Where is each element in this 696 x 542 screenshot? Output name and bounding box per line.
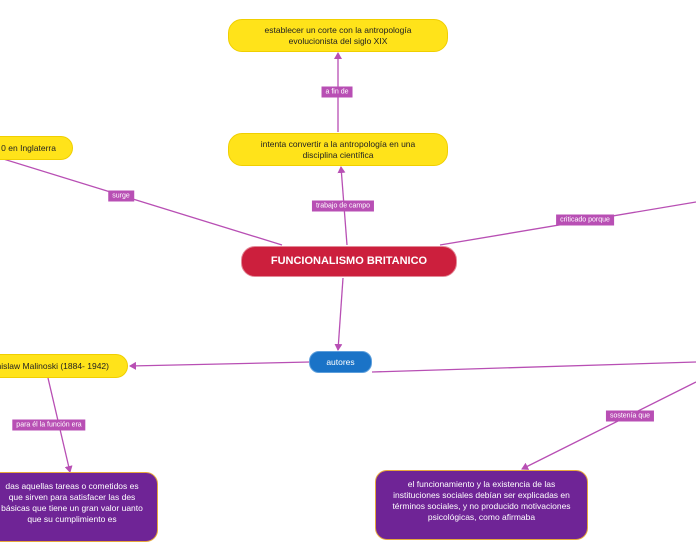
node-funcionamiento-text: el funcionamiento y la existencia de las… (392, 479, 571, 522)
edge-autores-right (371, 361, 696, 373)
node-establecer[interactable]: establecer un corte con la antropología … (228, 19, 448, 52)
label-surge: surge (108, 190, 134, 202)
label-sostenia-que: sostenía que (605, 410, 655, 422)
node-inglaterra[interactable]: 0 en Inglaterra (0, 136, 73, 160)
label-criticado-porque: criticado porque (556, 214, 614, 226)
node-main-text: FUNCIONALISMO BRITANICO (270, 255, 428, 267)
node-establecer-text: establecer un corte con la antropología … (264, 24, 412, 46)
edge-right-funcionamiento (521, 381, 696, 470)
label-para-el-la-funcion: para él la función era (12, 419, 86, 431)
node-intenta-text: intenta convertir a la antropología en u… (260, 138, 416, 160)
connector-lines (0, 52, 696, 473)
node-tareas[interactable]: das aquellas tareas o cometidos es que s… (0, 472, 158, 542)
node-intenta[interactable]: intenta convertir a la antropología en u… (228, 133, 448, 166)
label-a-fin-de: a fin de (321, 86, 353, 98)
node-inglaterra-text: 0 en Inglaterra (1, 142, 56, 153)
node-funcionamiento[interactable]: el funcionamiento y la existencia de las… (375, 470, 588, 540)
node-funcionalismo-britanico[interactable]: FUNCIONALISMO BRITANICO (241, 246, 457, 277)
label-trabajo-de-campo: trabajo de campo (311, 200, 375, 212)
node-malinoski-text: nislaw Malinoski (1884- 1942) (0, 360, 109, 371)
edge-main-inglaterra (0, 157, 283, 246)
node-tareas-text: das aquellas tareas o cometidos es que s… (1, 481, 143, 524)
edge-main-autores (334, 277, 344, 351)
node-autores[interactable]: autores (309, 351, 372, 373)
node-autores-text: autores (326, 356, 355, 367)
node-malinoski[interactable]: nislaw Malinoski (1884- 1942) (0, 354, 128, 378)
edge-autores-malinoski (129, 361, 311, 370)
